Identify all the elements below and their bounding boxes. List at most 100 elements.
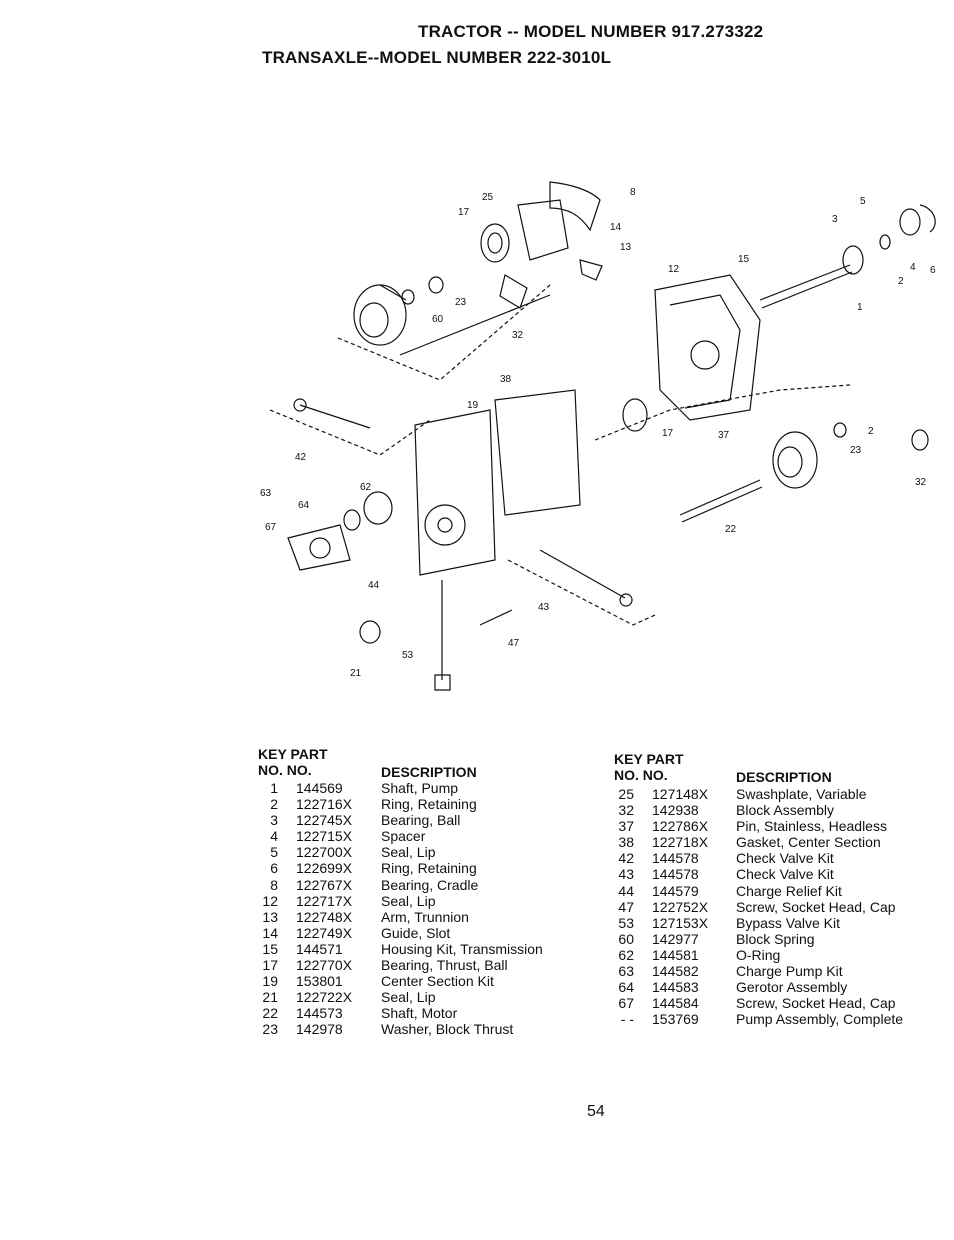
svg-text:14: 14 <box>610 222 622 233</box>
part-description: Check Valve Kit <box>736 866 834 883</box>
part-description: Pump Assembly, Complete <box>736 1011 904 1028</box>
key-number: 15 <box>262 940 278 957</box>
key-number: 17 <box>262 957 278 974</box>
key-number: 43 <box>618 866 634 883</box>
part-number: 122699X <box>296 860 353 877</box>
part-number: 144578 <box>652 850 699 867</box>
pump-shaft <box>759 264 853 309</box>
check-valve-42 <box>299 404 371 429</box>
tractor-model-title: TRACTOR -- MODEL NUMBER 917.273322 <box>418 22 764 41</box>
svg-text:25: 25 <box>482 192 494 203</box>
trunnion-arm-part <box>579 259 603 281</box>
svg-text:2: 2 <box>898 276 904 287</box>
part-description: Bearing, Ball <box>381 812 461 829</box>
part-number: 144579 <box>652 882 699 899</box>
ball-bearing-part <box>622 398 648 432</box>
part-number: 122786X <box>652 818 709 835</box>
part-header: PART <box>290 746 328 762</box>
part-description: Seal, Lip <box>381 892 436 909</box>
key-header: KEY <box>258 746 287 762</box>
right-table-header: KEY PART NO. NO. <box>614 751 684 783</box>
part-description: Ring, Retaining <box>381 860 477 877</box>
svg-text:37: 37 <box>718 430 730 441</box>
part-number: 144582 <box>652 963 699 980</box>
key-number: 6 <box>270 860 278 877</box>
part-description: Charge Relief Kit <box>736 882 842 899</box>
part-description: Pin, Stainless, Headless <box>736 818 887 835</box>
part-number: 122718X <box>652 834 709 851</box>
svg-text:63: 63 <box>260 488 272 499</box>
retaining-ring <box>919 204 936 233</box>
part-number: 122748X <box>296 908 353 925</box>
part-description: Spacer <box>381 828 426 845</box>
part-description: Bypass Valve Kit <box>736 914 841 931</box>
thrust-bearing-part <box>480 223 510 263</box>
part-description: Housing Kit, Transmission <box>381 940 543 957</box>
key-number: 64 <box>618 979 634 996</box>
key-number: 38 <box>618 834 634 851</box>
key-number: 5 <box>270 844 278 861</box>
part-number: 122722X <box>296 989 353 1006</box>
key-number: 22 <box>262 1005 278 1022</box>
svg-text:44: 44 <box>368 580 380 591</box>
part-description: Shaft, Pump <box>381 780 459 796</box>
spring-part <box>401 289 415 305</box>
table-row: 6 122699X Ring, Retaining <box>256 860 576 876</box>
key-number: 62 <box>618 946 634 963</box>
part-description: Ring, Retaining <box>381 796 477 813</box>
part-number: 122715X <box>296 828 353 845</box>
svg-text:22: 22 <box>725 524 737 535</box>
key-number: 8 <box>270 876 278 893</box>
part-number: 122749X <box>296 924 353 941</box>
check-valve-43 <box>539 549 626 599</box>
svg-text:32: 32 <box>512 330 524 341</box>
part-number: 127148X <box>652 786 709 802</box>
svg-text:43: 43 <box>538 602 550 613</box>
key-number: 67 <box>618 995 634 1012</box>
part-description: Shaft, Motor <box>381 1005 458 1022</box>
part-header: PART <box>646 751 684 767</box>
lip-seal-21 <box>359 620 381 644</box>
svg-text:17: 17 <box>662 428 674 439</box>
part-number: 144584 <box>652 995 699 1012</box>
no-header: NO. <box>614 767 639 783</box>
part-description: Screw, Socket Head, Cap <box>736 898 896 915</box>
key-number: 42 <box>618 850 634 867</box>
key-number: 2 <box>270 796 278 813</box>
key-number: 4 <box>270 828 278 845</box>
part-description: Center Section Kit <box>381 973 494 990</box>
key-number: 1 <box>270 780 278 796</box>
part-number: 142978 <box>296 1021 343 1038</box>
part-description: Seal, Lip <box>381 989 436 1006</box>
part-number: 122752X <box>652 898 709 915</box>
key-number: 63 <box>618 963 634 980</box>
part-number: 122770X <box>296 957 353 974</box>
svg-text:23: 23 <box>850 445 862 456</box>
table-row: 4 122715X Spacer <box>256 828 576 844</box>
svg-text:23: 23 <box>455 297 467 308</box>
part-number: 122767X <box>296 876 353 893</box>
key-number: 23 <box>262 1021 278 1038</box>
part-number: 144583 <box>652 979 699 996</box>
svg-text:19: 19 <box>467 400 479 411</box>
transaxle-model-title: TRANSAXLE--MODEL NUMBER 222-3010L <box>262 48 612 67</box>
svg-text:64: 64 <box>298 500 310 511</box>
